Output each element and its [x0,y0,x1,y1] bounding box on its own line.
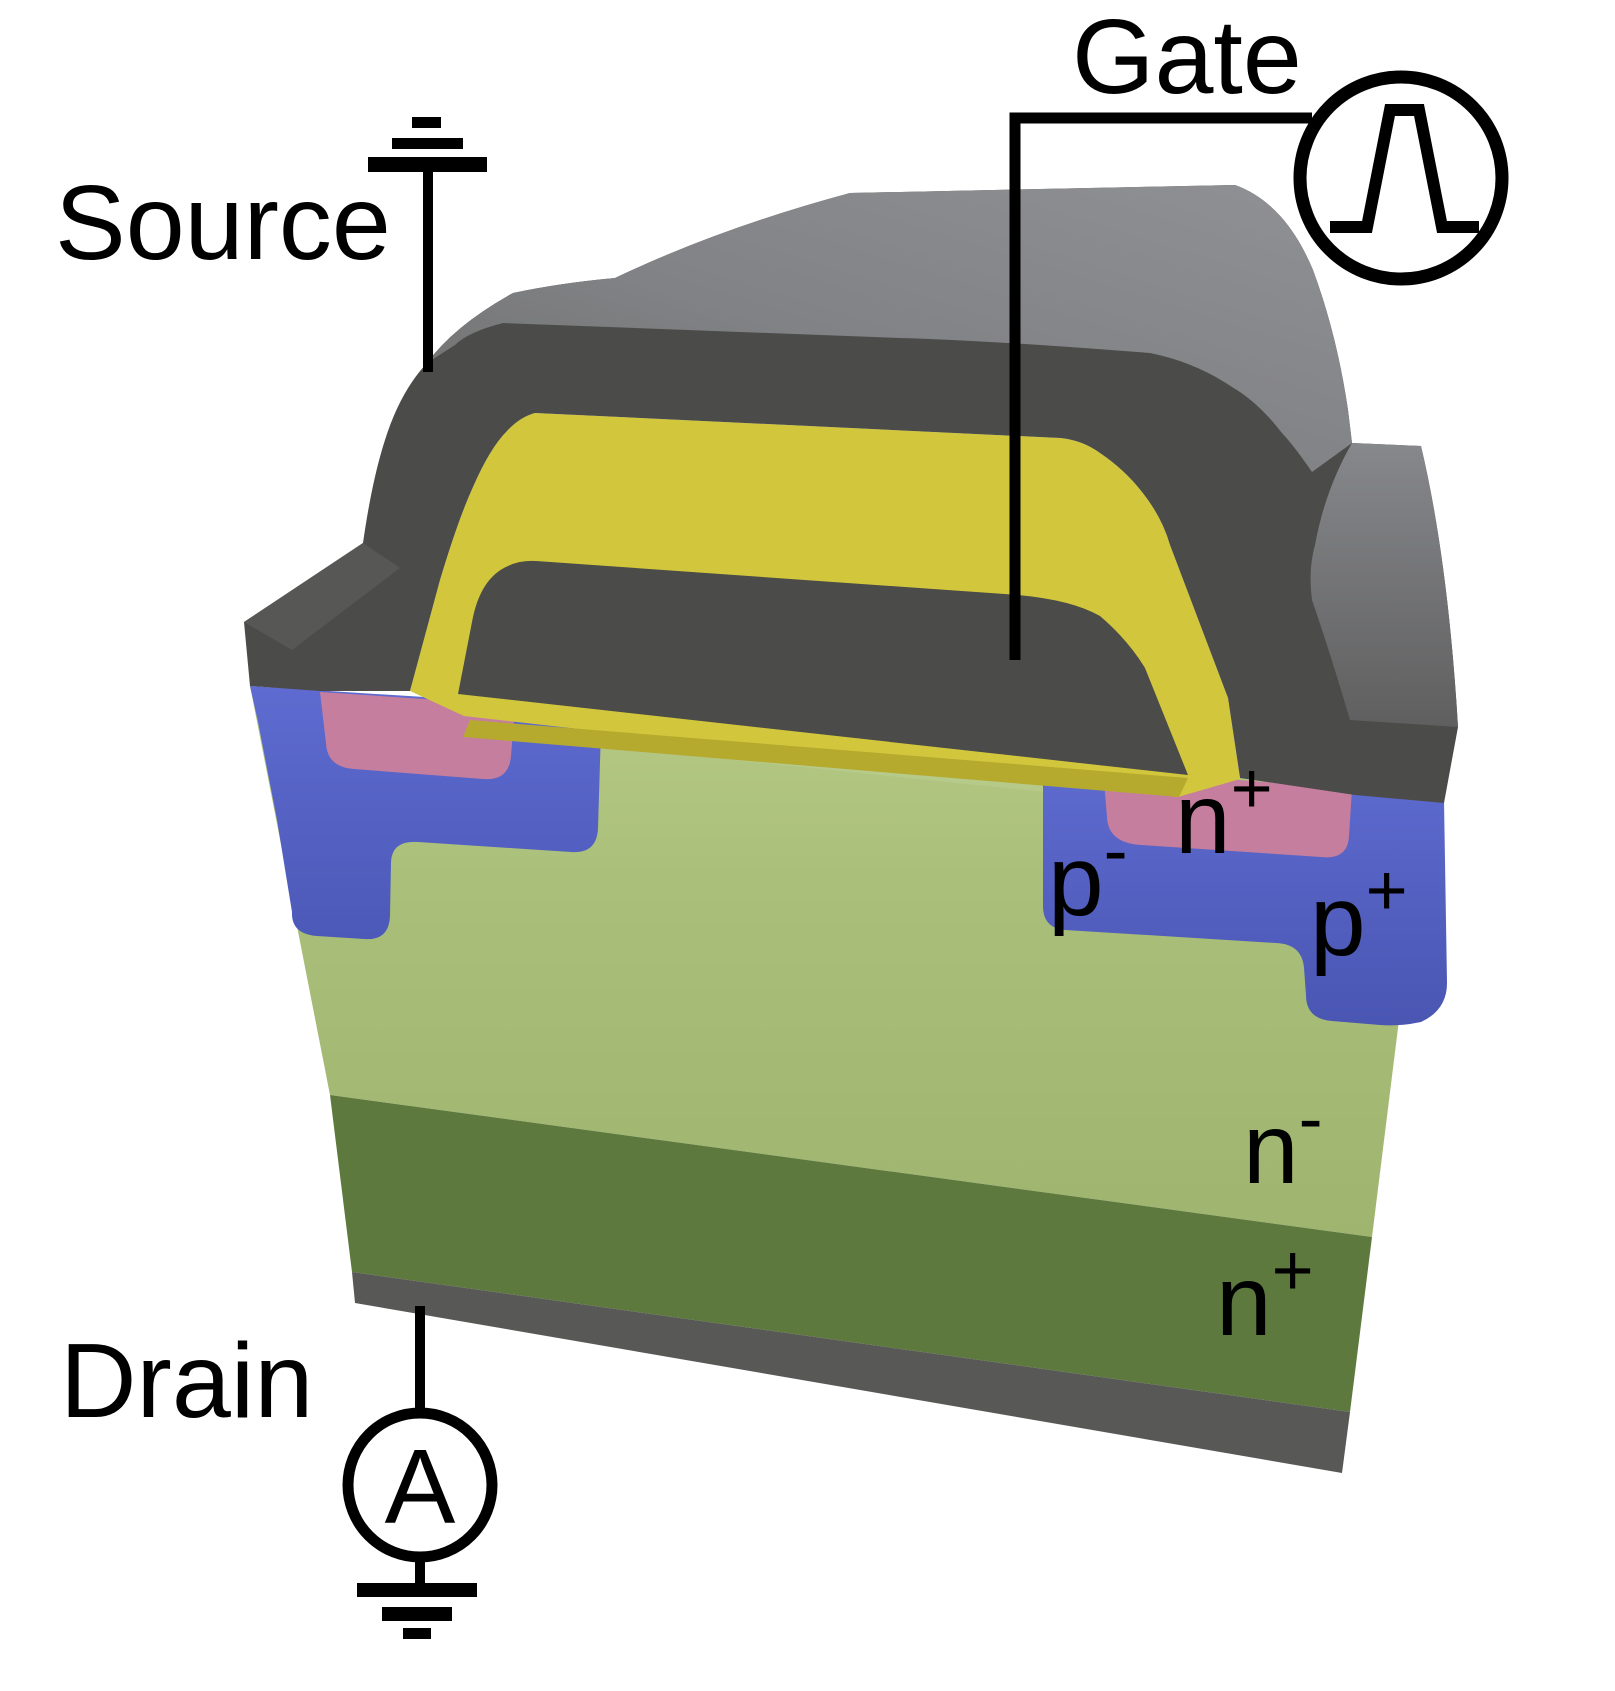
pulse-waveform-icon [1330,104,1479,233]
n-minus-drift-label: n- [1243,1079,1323,1205]
source-wire [423,172,433,372]
p-minus-label: p- [1048,811,1128,937]
source-ground-bar-medium [392,138,463,149]
source-metal-left-ledge [244,543,400,650]
drain-terminal: A [342,1306,498,1639]
drain-metal-strip [352,1272,1350,1473]
gate-electrode [458,560,1188,775]
source-terminal [368,117,487,372]
gate-label: Gate [1072,0,1302,116]
gate-terminal [1009,70,1509,660]
drain-wire [415,1306,425,1410]
n-plus-substrate-label: n+ [1216,1231,1314,1357]
source-ground-bar-small [412,117,441,128]
drain-ground-bar-small [403,1628,431,1639]
source-metal-top-face [427,185,1352,472]
drain-ground-bar-wide [357,1583,477,1597]
source-metal-right-ledge [1310,443,1458,727]
gate-wire [1009,112,1312,660]
ammeter-letter: A [385,1428,456,1546]
n-plus-source-label: n+ [1175,749,1273,875]
p-plus-label: p+ [1310,851,1408,977]
source-label: Source [55,164,391,282]
gate-oxide-shadow-strip [463,720,1188,797]
drain-ground-bar-medium [382,1607,452,1621]
drain-ground-wire [415,1557,425,1585]
source-ground-bar-wide [368,157,487,172]
n-plus-substrate-region [330,1095,1372,1412]
drain-label: Drain [60,1322,313,1440]
